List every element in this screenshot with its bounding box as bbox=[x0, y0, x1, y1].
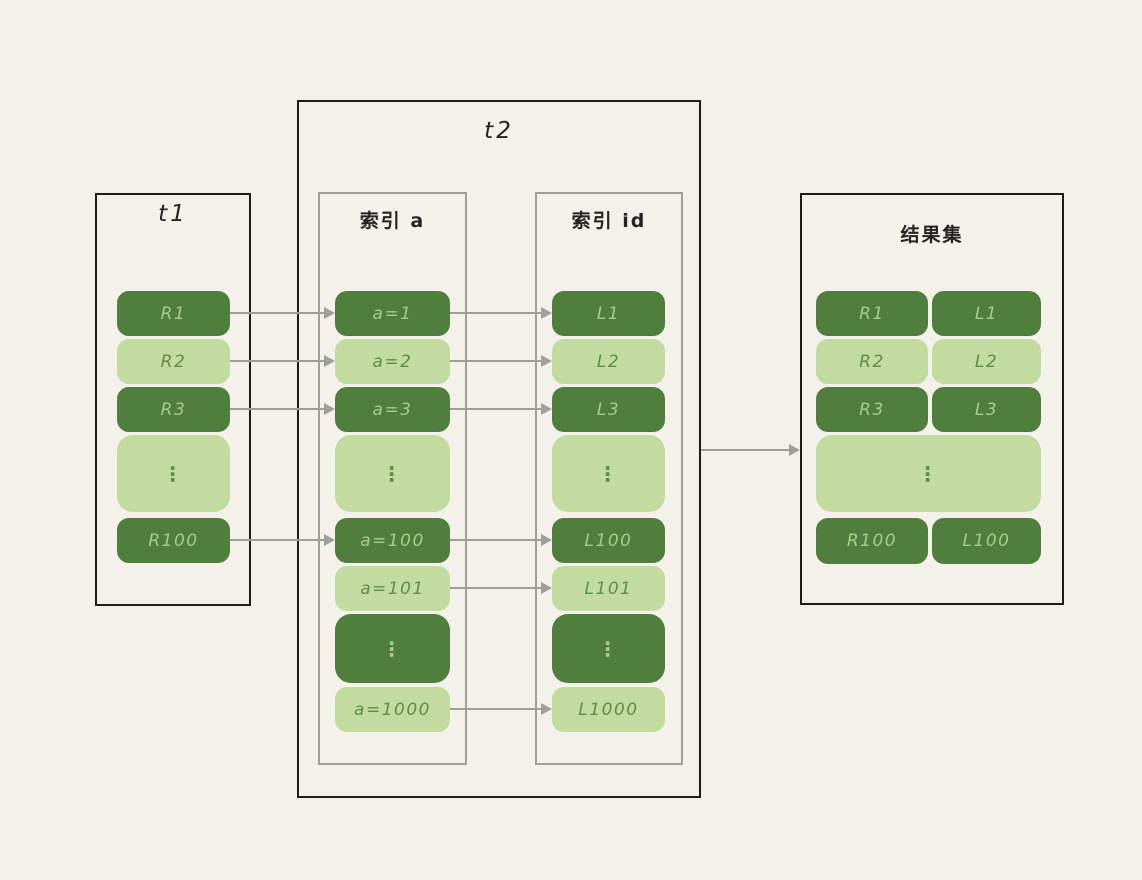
result-row-3-right: L3 bbox=[932, 387, 1041, 432]
result-ellipsis-label: ⋮ bbox=[917, 461, 940, 486]
arrow-a3-to-l3 bbox=[450, 403, 552, 415]
index-id-row-1: L1 bbox=[552, 291, 665, 336]
arrow-a1000-to-l1000 bbox=[450, 703, 552, 715]
t1-row-r2: R2 bbox=[117, 339, 230, 384]
t1-row-r100: R100 bbox=[117, 518, 230, 563]
index-a-row-1000: a=1000 bbox=[335, 687, 450, 732]
index-a-row-100: a=100 bbox=[335, 518, 450, 563]
arrow-a100-to-l100 bbox=[450, 534, 552, 546]
index-a-title: 索引 a bbox=[359, 210, 426, 232]
index-id-row-100: L100 bbox=[552, 518, 665, 563]
t1-row-r3-label: R3 bbox=[160, 399, 187, 420]
t1-row-r3: R3 bbox=[117, 387, 230, 432]
t1-row-r1: R1 bbox=[117, 291, 230, 336]
index-id-row-1-label: L1 bbox=[596, 303, 621, 324]
index-id-row-101: L101 bbox=[552, 566, 665, 611]
arrow-t2-to-result bbox=[701, 444, 800, 456]
t1-row-r100-label: R100 bbox=[148, 530, 199, 551]
index-a-row-3-label: a=3 bbox=[372, 399, 413, 420]
index-a-row-2-label: a=2 bbox=[372, 351, 413, 372]
arrow-a101-to-l101 bbox=[450, 582, 552, 594]
result-row-2-left-label: R2 bbox=[859, 351, 885, 372]
index-id-row-100-label: L100 bbox=[584, 530, 633, 551]
result-row-100-left-label: R100 bbox=[846, 531, 898, 551]
result-set-box bbox=[800, 193, 1064, 605]
t1-row-r2-label: R2 bbox=[160, 351, 187, 372]
arrow-r2-to-a2 bbox=[230, 355, 335, 367]
result-row-100-left: R100 bbox=[816, 518, 928, 564]
table-t1-box bbox=[95, 193, 251, 606]
index-id-row-1000-label: L1000 bbox=[578, 699, 639, 720]
index-a-row-101: a=101 bbox=[335, 566, 450, 611]
arrow-a2-to-l2 bbox=[450, 355, 552, 367]
arrow-r3-to-a3 bbox=[230, 403, 335, 415]
result-row-3-right-label: L3 bbox=[974, 399, 999, 420]
table-t2-box bbox=[297, 100, 701, 798]
result-row-1-left: R1 bbox=[816, 291, 928, 336]
index-a-row-100-label: a=100 bbox=[360, 530, 425, 551]
index-a-ellipsis-2-label: ⋮ bbox=[381, 636, 404, 661]
index-a-row-1-label: a=1 bbox=[372, 303, 413, 324]
index-id-row-101-label: L101 bbox=[584, 578, 633, 599]
arrow-a1-to-l1 bbox=[450, 307, 552, 319]
arrow-r100-to-a100 bbox=[230, 534, 335, 546]
result-row-3-left: R3 bbox=[816, 387, 928, 432]
t1-row-r1-label: R1 bbox=[160, 303, 187, 324]
t1-row-ellipsis: ⋮ bbox=[117, 435, 230, 512]
index-id-row-2: L2 bbox=[552, 339, 665, 384]
index-id-row-3-label: L3 bbox=[596, 399, 621, 420]
result-row-2-left: R2 bbox=[816, 339, 928, 384]
index-a-row-2: a=2 bbox=[335, 339, 450, 384]
result-row-2-right-label: L2 bbox=[974, 351, 999, 372]
index-id-row-ellipsis-1: ⋮ bbox=[552, 435, 665, 512]
result-row-2-right: L2 bbox=[932, 339, 1041, 384]
index-id-row-3: L3 bbox=[552, 387, 665, 432]
t1-ellipsis-label: ⋮ bbox=[162, 461, 185, 486]
result-row-3-left-label: R3 bbox=[859, 399, 885, 420]
index-a-row-3: a=3 bbox=[335, 387, 450, 432]
result-row-1-left-label: R1 bbox=[859, 303, 885, 324]
result-row-ellipsis: ⋮ bbox=[816, 435, 1041, 512]
index-a-row-1: a=1 bbox=[335, 291, 450, 336]
index-a-row-1000-label: a=1000 bbox=[354, 699, 431, 720]
result-row-1-right-label: L1 bbox=[974, 303, 999, 324]
index-id-row-2-label: L2 bbox=[596, 351, 621, 372]
index-a-row-ellipsis-1: ⋮ bbox=[335, 435, 450, 512]
index-id-row-ellipsis-2: ⋮ bbox=[552, 614, 665, 683]
index-a-row-ellipsis-2: ⋮ bbox=[335, 614, 450, 683]
index-a-row-101-label: a=101 bbox=[360, 578, 425, 599]
index-a-ellipsis-1-label: ⋮ bbox=[381, 461, 404, 486]
table-t1-title: t1 bbox=[158, 201, 188, 227]
result-row-100-right-label: L100 bbox=[962, 531, 1011, 551]
index-id-ellipsis-1-label: ⋮ bbox=[597, 461, 620, 486]
result-row-1-right: L1 bbox=[932, 291, 1041, 336]
index-id-title: 索引 id bbox=[571, 210, 647, 232]
index-id-box bbox=[535, 192, 683, 765]
result-row-100-right: L100 bbox=[932, 518, 1041, 564]
arrow-r1-to-a1 bbox=[230, 307, 335, 319]
table-t2-title: t2 bbox=[484, 118, 514, 144]
result-set-title: 结果集 bbox=[900, 224, 964, 246]
index-id-ellipsis-2-label: ⋮ bbox=[597, 636, 620, 661]
index-id-row-1000: L1000 bbox=[552, 687, 665, 732]
index-a-box bbox=[318, 192, 467, 765]
